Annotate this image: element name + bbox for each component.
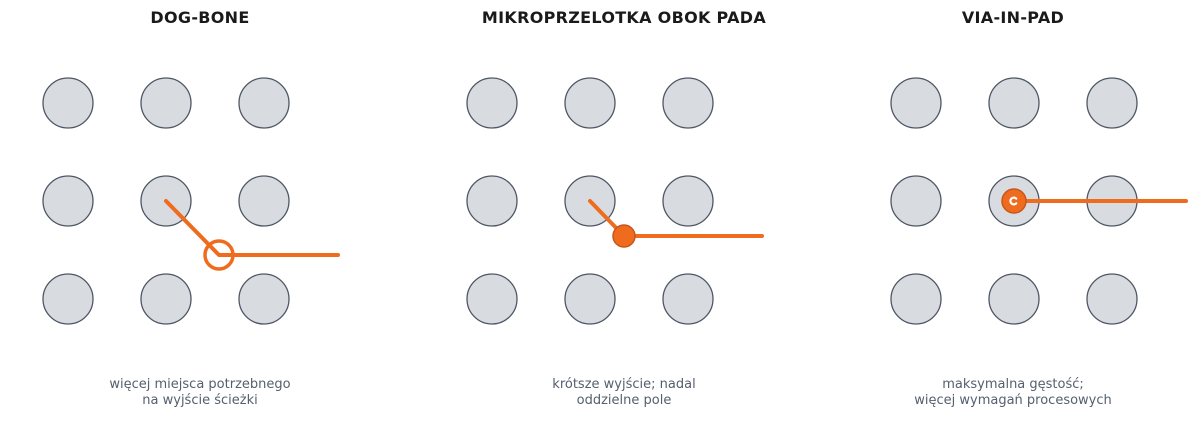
caption-line: krótsze wyjście; nadal	[552, 377, 696, 392]
bga-pad	[238, 175, 290, 227]
bga-pad	[564, 273, 616, 325]
bga-pad	[662, 273, 714, 325]
bga-pad	[890, 273, 942, 325]
caption-line: na wyjście ścieżki	[142, 393, 258, 408]
bga-pad	[238, 77, 290, 129]
bga-pad	[890, 77, 942, 129]
bga-pad	[42, 273, 94, 325]
dog-bone-diagram	[42, 77, 340, 325]
panel-title: VIA-IN-PAD	[961, 8, 1065, 27]
panel-via-in-pad: VIA-IN-PAD maksymalna gęstość; więcej wy…	[848, 0, 1200, 442]
bga-pad	[662, 175, 714, 227]
via-drill-hole	[1009, 196, 1018, 206]
panel-microvia-next-to-pad: MIKROPRZELOTKA OBOK PADA krótsze wyjście…	[424, 0, 824, 442]
bga-pad	[466, 77, 518, 129]
panel-title: MIKROPRZELOTKA OBOK PADA	[481, 8, 767, 27]
caption-line: więcej wymagań procesowych	[914, 393, 1112, 408]
panel-dog-bone: DOG-BONE więcej miejsca potrzebnego na w…	[0, 0, 400, 442]
caption-line: oddzielne pole	[576, 393, 672, 408]
bga-pad	[42, 175, 94, 227]
bga-pad	[238, 273, 290, 325]
microvia-diagram	[466, 77, 764, 325]
panel-caption: krótsze wyjście; nadal oddzielne pole	[424, 377, 824, 409]
microvia	[612, 224, 636, 248]
bga-pad	[140, 273, 192, 325]
panel-caption: maksymalna gęstość; więcej wymagań proce…	[848, 377, 1178, 409]
via-in-pad-diagram	[890, 77, 1188, 325]
panel-title: DOG-BONE	[150, 8, 250, 27]
bga-pad	[140, 77, 192, 129]
bga-pad	[466, 175, 518, 227]
caption-line: maksymalna gęstość;	[942, 377, 1084, 392]
bga-pad	[1086, 77, 1138, 129]
via-in-pad	[1001, 188, 1027, 214]
bga-pad	[662, 77, 714, 129]
bga-pad	[1086, 273, 1138, 325]
pad-grid	[466, 77, 714, 325]
bga-pad	[988, 273, 1040, 325]
bga-pad	[890, 175, 942, 227]
panel-caption: więcej miejsca potrzebnego na wyjście śc…	[0, 377, 400, 409]
bga-pad	[466, 273, 518, 325]
bga-pad	[564, 77, 616, 129]
caption-line: więcej miejsca potrzebnego	[109, 377, 291, 392]
via-ring	[203, 239, 235, 271]
bga-pad	[988, 77, 1040, 129]
trace-segment	[164, 199, 340, 257]
bga-pad	[42, 77, 94, 129]
